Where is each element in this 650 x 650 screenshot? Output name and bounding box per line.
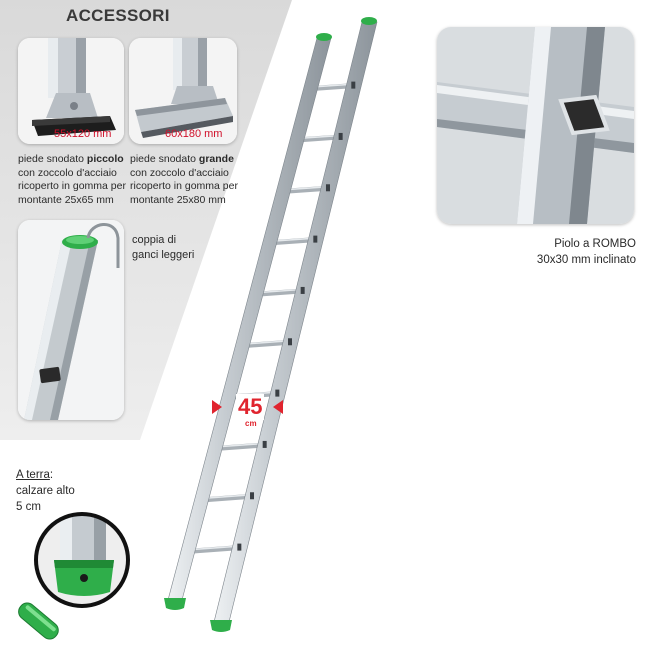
ladder-rung (255, 288, 303, 297)
large-foot-image: 60x180 mm (129, 38, 237, 144)
ladder-rung (269, 237, 316, 246)
ground-caption: A terra: calzare alto 5 cm (16, 467, 75, 515)
ladder-rung (187, 545, 240, 554)
right-rail-foot-cap (210, 620, 232, 632)
rung-spacing-unit: cm (243, 419, 259, 428)
rung-hole (275, 389, 280, 397)
hooks-caption: coppia di ganci leggeri (132, 233, 194, 263)
large-foot-desc-line3: ricoperto in gomma per (130, 180, 238, 192)
ground-caption-line1: A terra (16, 469, 50, 481)
small-foot-desc-bold: piccolo (86, 153, 124, 165)
ground-caption-line3: 5 cm (16, 501, 41, 513)
ground-cap-magnifier (18, 512, 130, 640)
left-rail-foot-cap (164, 598, 186, 610)
ladder-right-rail (213, 21, 378, 623)
left-rail-top-cap (316, 33, 332, 41)
hooks-caption-line1: coppia di (132, 234, 177, 246)
ladder-rung (242, 339, 291, 349)
small-foot-desc-line1: piede snodato (18, 153, 87, 165)
ladder-rung (201, 493, 253, 503)
rung-detail-image (437, 27, 634, 224)
rung-hole (351, 81, 356, 89)
small-foot-description: piede snodato piccolo con zoccolo d'acci… (18, 153, 130, 207)
small-foot-desc-line2: con zoccolo d'acciaio (18, 166, 117, 179)
rung-hole (325, 184, 330, 192)
rung-caption: Piolo a ROMBO 30x30 mm inclinato (524, 236, 636, 268)
rung-hole (288, 338, 293, 346)
rung-caption-line1: Piolo a ROMBO (554, 238, 636, 250)
rung-hole (237, 543, 242, 551)
rung-spacing-value: 45 (236, 394, 265, 420)
spacing-arrow-right (273, 400, 283, 414)
large-foot-dimension: 60x180 mm (165, 128, 223, 140)
rung-hole (250, 492, 255, 500)
rung-hole (338, 132, 343, 140)
small-foot-image: 55x120 mm (18, 38, 124, 144)
accessories-title: ACCESSORI (66, 6, 170, 25)
right-rail-top-cap (361, 17, 377, 25)
rung-hole (313, 235, 318, 243)
hooks-image (18, 220, 124, 420)
large-foot-desc-bold: grande (198, 153, 234, 165)
ladder-rung-highlight (242, 340, 291, 345)
large-foot-description: piede snodato grande con zoccolo d'accia… (130, 153, 242, 207)
ladder-rung-highlight (215, 442, 265, 448)
ground-caption-line2: calzare alto (16, 485, 75, 497)
rung-hole (300, 286, 305, 294)
ladder-rung (214, 442, 265, 452)
large-foot-desc-line2: con zoccolo d'acciaio (130, 166, 229, 179)
small-foot-desc-line3: ricoperto in gomma per (18, 180, 126, 192)
rung-hole (262, 440, 267, 448)
ladder-rung-highlight (201, 494, 253, 500)
ladder-rung-highlight (187, 545, 240, 551)
hooks-caption-line2: ganci leggeri (132, 249, 195, 261)
rung-caption-line2: 30x30 mm inclinato (536, 254, 636, 266)
large-foot-desc-line1: piede snodato (130, 153, 199, 165)
small-foot-desc-line4: montante 25x65 mm (18, 193, 114, 206)
small-foot-dimension: 55x120 mm (54, 128, 112, 140)
spacing-arrow-left (212, 400, 222, 414)
ground-caption-colon: : (49, 469, 54, 481)
large-foot-desc-line4: montante 25x80 mm (130, 193, 226, 206)
